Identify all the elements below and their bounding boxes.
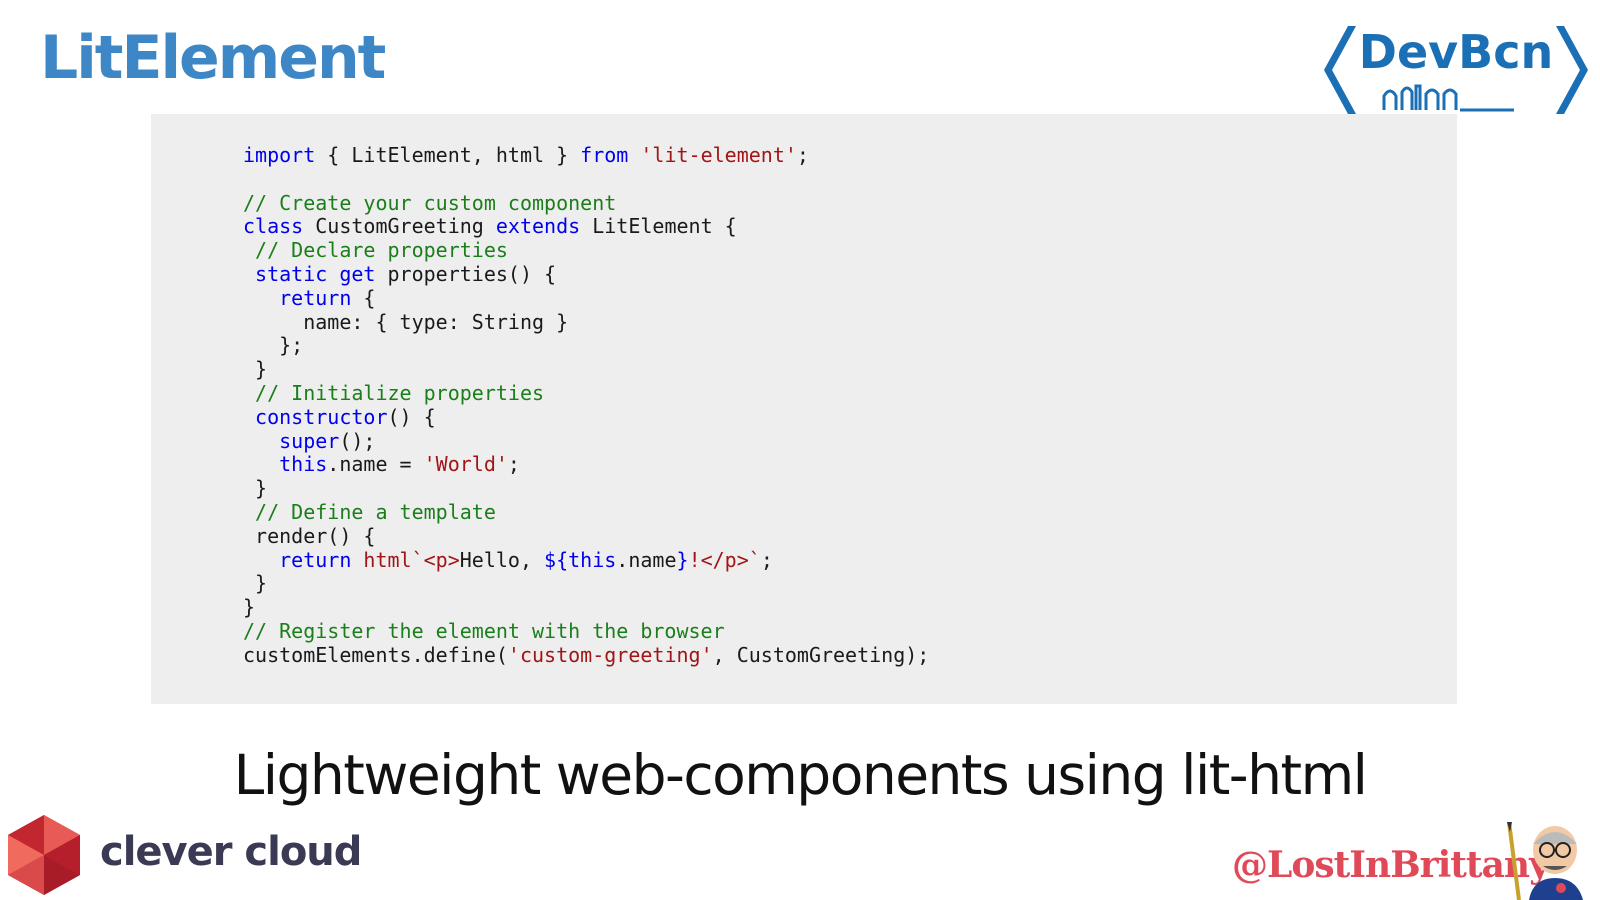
code-token: () {: [387, 404, 436, 429]
code-token: .name =: [327, 452, 424, 477]
code-line: static get properties() {: [243, 261, 929, 287]
code-token: ;: [796, 143, 809, 167]
slide-title: LitElement: [40, 23, 386, 93]
code-token: { LitElement, html }: [315, 143, 581, 167]
code-token: Hello,: [459, 547, 545, 572]
code-token: }: [676, 547, 689, 572]
code-token: super: [279, 428, 340, 453]
code-token: }: [243, 571, 268, 596]
code-token: [243, 286, 279, 310]
devbcn-logo: DevBcn: [1324, 25, 1588, 114]
code-token: ;: [760, 547, 773, 572]
code-token: extends: [495, 214, 581, 239]
code-block: import { LitElement, html } from 'lit-el…: [151, 114, 1457, 704]
code-token: }: [243, 595, 256, 620]
code-token: [243, 381, 255, 405]
code-token: // Declare properties: [255, 238, 508, 263]
code-token: , CustomGreeting);: [712, 642, 930, 667]
code-line: // Create your custom component: [243, 190, 929, 216]
code-token: [243, 429, 279, 453]
code-token: [243, 452, 279, 476]
code-token: [243, 548, 279, 572]
speaker-handle: @LostInBrittany: [1232, 844, 1550, 886]
code-line: };: [243, 333, 929, 358]
code-line: this.name = 'World';: [243, 452, 929, 477]
code-line: class CustomGreeting extends LitElement …: [243, 214, 929, 239]
code-token: };: [243, 333, 304, 358]
code-token: LitElement {: [580, 214, 737, 239]
code-token: // Define a template: [255, 499, 496, 524]
code-token: 'World': [423, 452, 508, 477]
code-token: 'lit-element': [640, 143, 797, 167]
code-token: [243, 500, 255, 524]
clever-cloud-icon: [8, 815, 80, 895]
code-token: ;: [507, 452, 520, 477]
code-line: }: [243, 476, 929, 501]
code-token: this: [279, 452, 328, 477]
code-token: customElements.define(: [243, 642, 508, 667]
code-token: ();: [339, 428, 376, 453]
code-token: [243, 262, 255, 286]
code-line: // Declare properties: [243, 238, 929, 263]
code-line: return html`<p>Hello, ${this.name}!</p>`…: [243, 547, 929, 573]
code-line: // Initialize properties: [243, 380, 929, 406]
code-line: return {: [243, 285, 929, 311]
code-token: import: [243, 143, 316, 167]
code-token: // Register the element with the browser: [243, 618, 725, 643]
code-line: super();: [243, 428, 929, 454]
code-token: [628, 143, 640, 167]
code-token: ${this: [544, 547, 617, 572]
code-token: [351, 548, 363, 572]
code-line: }: [243, 571, 929, 596]
code-token: .name: [616, 547, 677, 572]
code-line: }: [243, 357, 929, 382]
speaker-avatar-icon: [1507, 822, 1583, 900]
code-line: // Register the element with the browser: [243, 618, 929, 644]
code-token: // Create your custom component: [243, 190, 617, 215]
code-token: render() {: [243, 523, 376, 548]
clever-cloud-logo-text: clever cloud: [100, 829, 362, 875]
code-token: }: [243, 357, 268, 382]
code-token: static get: [255, 261, 376, 286]
code-line: name: { type: String }: [243, 309, 929, 335]
code-line: [243, 168, 929, 192]
code-token: return: [279, 547, 352, 572]
code-line: import { LitElement, html } from 'lit-el…: [243, 143, 929, 168]
code-token: [243, 405, 255, 429]
code-token: [243, 238, 255, 262]
code-listing: import { LitElement, html } from 'lit-el…: [243, 143, 930, 668]
code-token: // Initialize properties: [255, 380, 545, 405]
code-token: from: [580, 143, 629, 167]
code-token: class: [243, 214, 304, 239]
code-token: 'custom-greeting': [507, 642, 713, 667]
code-line: render() {: [243, 523, 929, 549]
slide-subtitle: Lightweight web-components using lit-htm…: [233, 743, 1368, 807]
code-token: {: [351, 285, 376, 310]
code-token: !</p>`: [688, 547, 761, 572]
code-token: constructor: [255, 404, 388, 429]
code-line: constructor() {: [243, 404, 929, 430]
code-token: CustomGreeting: [303, 214, 496, 239]
code-line: customElements.define('custom-greeting',…: [243, 642, 930, 668]
code-line: // Define a template: [243, 499, 929, 525]
code-token: return: [279, 285, 352, 310]
code-token: }: [243, 476, 268, 501]
code-token: name: { type: String }: [243, 309, 569, 334]
code-token: properties() {: [375, 261, 557, 286]
devbcn-logo-text: DevBcn: [1359, 25, 1553, 79]
code-token: html`<p>: [363, 547, 460, 572]
code-line: }: [243, 595, 929, 620]
